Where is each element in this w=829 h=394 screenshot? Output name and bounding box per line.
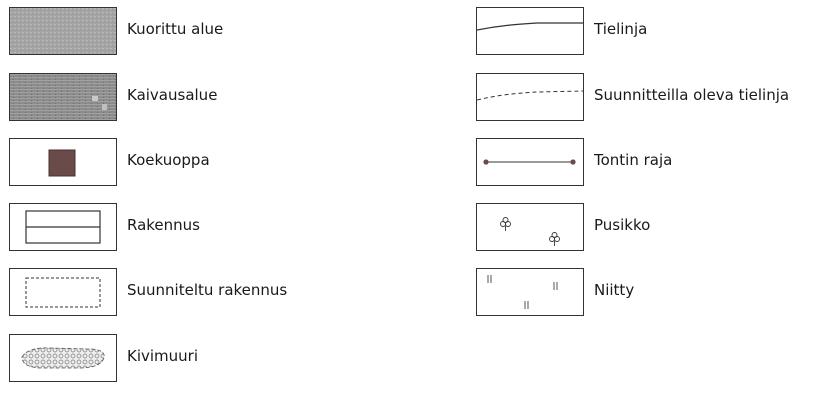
legend-item-tontin-raja: Tontin raja <box>476 138 821 188</box>
legend-label: Kivimuuri <box>127 347 199 365</box>
solid-road-line-icon <box>476 7 584 55</box>
legend-label: Pusikko <box>594 216 651 234</box>
legend-label: Kuorittu alue <box>127 20 224 38</box>
dashed-building-icon <box>9 268 117 316</box>
legend-item-kaivausalue: Kaivausalue <box>9 73 329 123</box>
hatched-fill-icon <box>9 7 117 55</box>
stone-wall-icon <box>9 334 117 382</box>
plot-boundary-icon <box>476 138 584 186</box>
legend-label: Koekuoppa <box>127 151 210 169</box>
meadow-icon <box>476 268 584 316</box>
legend-label: Rakennus <box>127 216 201 234</box>
shrub-icon <box>476 203 584 251</box>
legend-item-suunniteltu-rakennus: Suunniteltu rakennus <box>9 268 329 318</box>
building-icon <box>9 203 117 251</box>
legend-label: Tielinja <box>594 20 648 38</box>
legend-label: Suunnitteilla oleva tielinja <box>594 86 790 104</box>
legend-label: Tontin raja <box>594 151 673 169</box>
legend-item-kivimuuri: Kivimuuri <box>9 334 329 384</box>
legend-item-pusikko: Pusikko <box>476 203 821 253</box>
legend-item-tielinja: Tielinja <box>476 7 821 57</box>
legend-label: Suunniteltu rakennus <box>127 281 288 299</box>
legend-item-niitty: Niitty <box>476 268 821 318</box>
legend-label: Niitty <box>594 281 635 299</box>
legend-label: Kaivausalue <box>127 86 218 104</box>
dashed-road-line-icon <box>476 73 584 121</box>
legend-item-koekuoppa: Koekuoppa <box>9 138 329 188</box>
square-pit-icon <box>9 138 117 186</box>
legend-item-rakennus: Rakennus <box>9 203 329 253</box>
dark-hatched-fill-icon <box>9 73 117 121</box>
legend-item-suunnitteilla-oleva-tielinja: Suunnitteilla oleva tielinja <box>476 73 821 123</box>
legend-item-kuorittu-alue: Kuorittu alue <box>9 7 329 57</box>
